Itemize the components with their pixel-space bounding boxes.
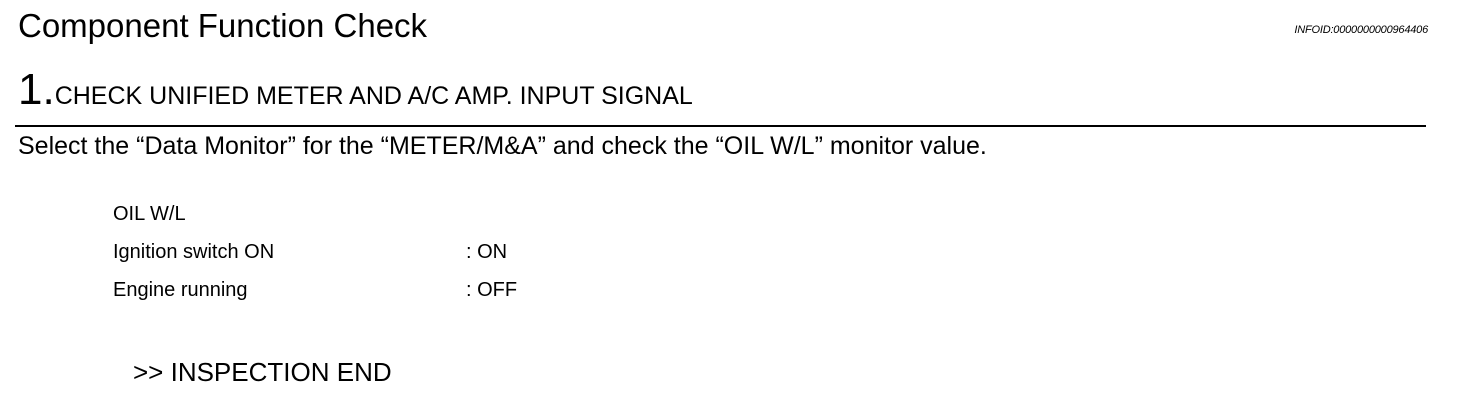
inspection-result: >> INSPECTION END [133, 357, 392, 387]
monitor-condition: Ignition switch ON [113, 241, 275, 263]
monitor-value: : ON [466, 241, 508, 263]
monitor-value: : OFF [466, 279, 518, 301]
monitor-row: Engine running : OFF [113, 272, 517, 310]
monitor-row: Ignition switch ON : ON [113, 234, 517, 272]
step-instruction: Select the “Data Monitor” for the “METER… [18, 132, 987, 160]
heading-divider [15, 125, 1426, 127]
page-title: Component Function Check [18, 7, 428, 44]
monitor-condition: Engine running [113, 279, 248, 301]
monitor-value-table: OIL W/L Ignition switch ON : ON Engine r… [113, 196, 517, 310]
step-heading: 1.CHECK UNIFIED METER AND A/C AMP. INPUT… [18, 64, 693, 126]
monitor-item-name: OIL W/L [113, 203, 186, 225]
document-id: INFOID:0000000000964406 [1294, 24, 1428, 36]
step-number: 1. [18, 65, 55, 114]
step-title: CHECK UNIFIED METER AND A/C AMP. INPUT S… [54, 82, 693, 110]
